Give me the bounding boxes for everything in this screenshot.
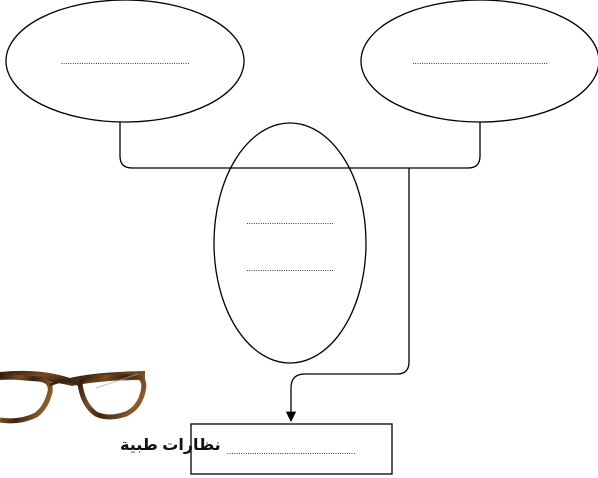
bottom-placeholder[interactable]: ........................................… [227,446,356,456]
ellipse-top-left[interactable] [5,0,245,123]
top-right-placeholder[interactable]: ........................................… [412,56,548,66]
center-placeholder-line1[interactable]: ...................................... [246,216,334,226]
connector-down-arrow [285,168,410,423]
connector-top [119,122,481,169]
top-left-placeholder[interactable]: ........................................… [61,56,190,66]
eyeglasses-caption: نظارات طبية [120,437,221,454]
eyeglasses-icon [0,370,147,424]
bottom-box[interactable] [190,423,393,475]
ellipse-center[interactable] [213,122,367,364]
ellipse-top-right[interactable] [360,0,598,123]
center-placeholder-line2[interactable]: ...................................... [246,263,334,273]
